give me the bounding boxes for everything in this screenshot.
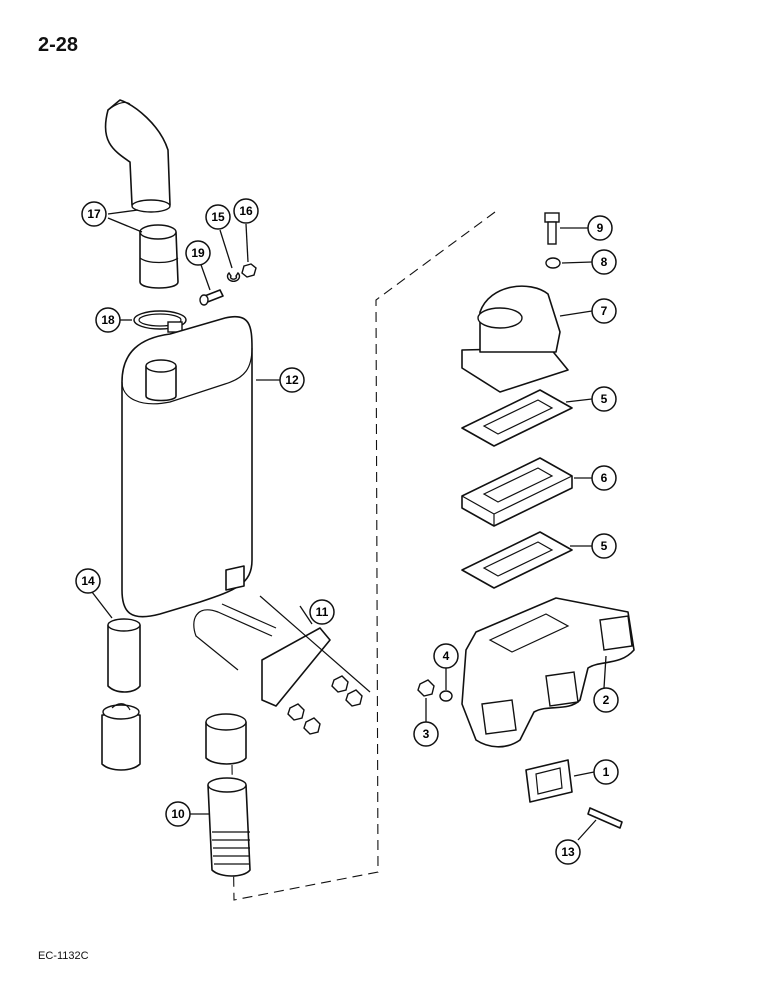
callout-14-label: 14 <box>81 574 95 588</box>
callout-8: 8 <box>591 249 617 275</box>
callout-leaders <box>91 209 607 841</box>
callout-3: 3 <box>413 721 439 747</box>
callout-11: 11 <box>309 599 335 625</box>
callout-10: 10 <box>165 801 191 827</box>
part-19-bolt <box>199 289 224 306</box>
callout-18-label: 18 <box>101 313 115 327</box>
callout-14: 14 <box>75 568 101 594</box>
part-5-gasket-upper <box>461 389 573 447</box>
part-6-spacer <box>461 457 573 527</box>
part-17-exhaust-elbow <box>104 99 171 213</box>
callout-12-label: 12 <box>285 373 299 387</box>
callout-9-label: 9 <box>597 221 604 235</box>
part-12-muffler <box>121 315 253 618</box>
part-2-exhaust-manifold <box>461 597 635 748</box>
callout-5-lower: 5 <box>591 533 617 559</box>
callout-2: 2 <box>593 687 619 713</box>
callout-2-label: 2 <box>603 693 610 707</box>
callout-8-label: 8 <box>601 255 608 269</box>
callout-18: 18 <box>95 307 121 333</box>
callout-1: 1 <box>593 759 619 785</box>
callout-17-label: 17 <box>87 207 101 221</box>
callout-4-label: 4 <box>443 649 450 663</box>
part-15-lock-washer <box>226 271 241 283</box>
part-14-connector-pipe <box>101 618 141 771</box>
part-7-exhaust-elbow <box>461 285 569 393</box>
callout-19-label: 19 <box>191 246 205 260</box>
document-code: EC-1132C <box>38 950 89 962</box>
callout-4: 4 <box>433 643 459 669</box>
page-number: 2-28 <box>38 34 79 56</box>
part-18-clamp <box>133 310 187 333</box>
part-8-washer <box>545 257 561 269</box>
callout-16: 16 <box>233 198 259 224</box>
callout-1-label: 1 <box>603 765 610 779</box>
callout-5-upper: 5 <box>591 386 617 412</box>
part-13-stud <box>587 807 623 829</box>
assembly-dashed-line <box>231 211 496 901</box>
part-3-nut <box>417 679 435 697</box>
callout-6-label: 6 <box>601 471 608 485</box>
part-10-tail-pipe <box>205 713 251 877</box>
part-17-stack-adapter <box>139 224 179 289</box>
callout-13-label: 13 <box>561 845 575 859</box>
callout-7-label: 7 <box>601 304 608 318</box>
callout-5-upper-label: 5 <box>601 392 608 406</box>
part-16-nut <box>241 263 257 278</box>
callout-11-label: 11 <box>316 605 329 619</box>
callout-5-lower-label: 5 <box>601 539 608 553</box>
callout-3-label: 3 <box>423 727 430 741</box>
callout-13: 13 <box>555 839 581 865</box>
part-5-gasket-lower <box>461 531 573 589</box>
callout-10-label: 10 <box>171 807 185 821</box>
part-1-flange <box>525 759 573 803</box>
callout-7: 7 <box>591 298 617 324</box>
callout-9: 9 <box>587 215 613 241</box>
callout-16-label: 16 <box>239 204 253 218</box>
callout-19: 19 <box>185 240 211 266</box>
callout-15-label: 15 <box>211 210 225 224</box>
part-11-u-bolt-kit <box>193 595 371 735</box>
callout-15: 15 <box>205 204 231 230</box>
callout-17: 17 <box>81 201 107 227</box>
part-9-bolt <box>544 212 560 245</box>
callout-6: 6 <box>591 465 617 491</box>
part-4-washer <box>439 690 453 702</box>
callout-12: 12 <box>279 367 305 393</box>
